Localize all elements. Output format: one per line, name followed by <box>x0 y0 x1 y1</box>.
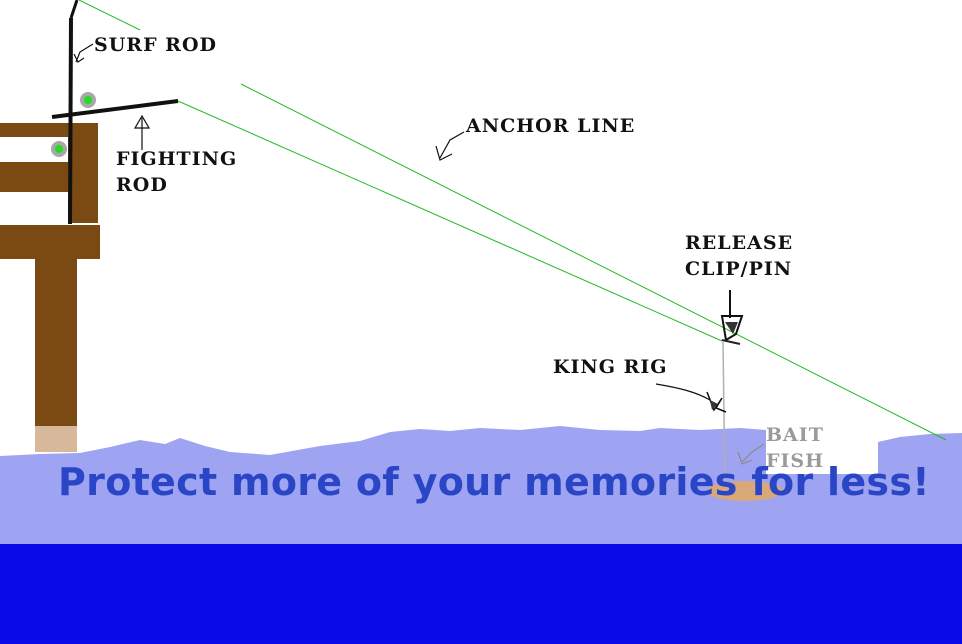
surface-water <box>0 426 962 544</box>
promo-banner[interactable]: Protect more of your memories for less! <box>58 460 930 504</box>
anchor-line-upper <box>78 0 141 31</box>
bait-fish-arrow <box>737 443 765 465</box>
release-clip-icon <box>720 290 744 345</box>
bait-fish-label-line1: BAIT <box>766 424 824 446</box>
anchor-line <box>240 83 947 441</box>
fighting-rod-label-line2: ROD <box>116 174 168 196</box>
surf-rod <box>68 17 73 225</box>
release-clip-label-line2: CLIP/PIN <box>685 258 793 280</box>
king-rig-label: KING RIG <box>553 356 668 378</box>
fighting-line <box>177 100 723 342</box>
bait-fish-label-line2: FISH <box>766 450 825 472</box>
pier-rail-riser <box>68 123 98 223</box>
surf-rod-arrow <box>73 43 94 63</box>
release-clip-label-line1: RELEASE <box>685 232 794 254</box>
fighting-rod-reel <box>80 92 96 108</box>
king-rig-leader <box>722 341 726 489</box>
pier-post-base <box>35 426 77 452</box>
pier-post <box>35 259 77 426</box>
fighting-rod <box>51 99 179 119</box>
surf-rod-tip <box>69 0 79 19</box>
bait-fish <box>707 481 783 501</box>
fighting-rod-label-line1: FIGHTING <box>116 148 238 170</box>
king-rig-icon <box>706 391 727 413</box>
anchor-line-arrow <box>435 131 465 161</box>
surf-rod-label: SURF ROD <box>94 34 218 56</box>
deep-water <box>0 544 962 644</box>
pier-deck <box>0 225 100 259</box>
anchor-line-label: ANCHOR LINE <box>466 115 636 137</box>
king-rig-arrow <box>655 383 711 401</box>
surf-rod-reel <box>51 141 67 157</box>
fighting-rod-arrow <box>133 114 151 150</box>
